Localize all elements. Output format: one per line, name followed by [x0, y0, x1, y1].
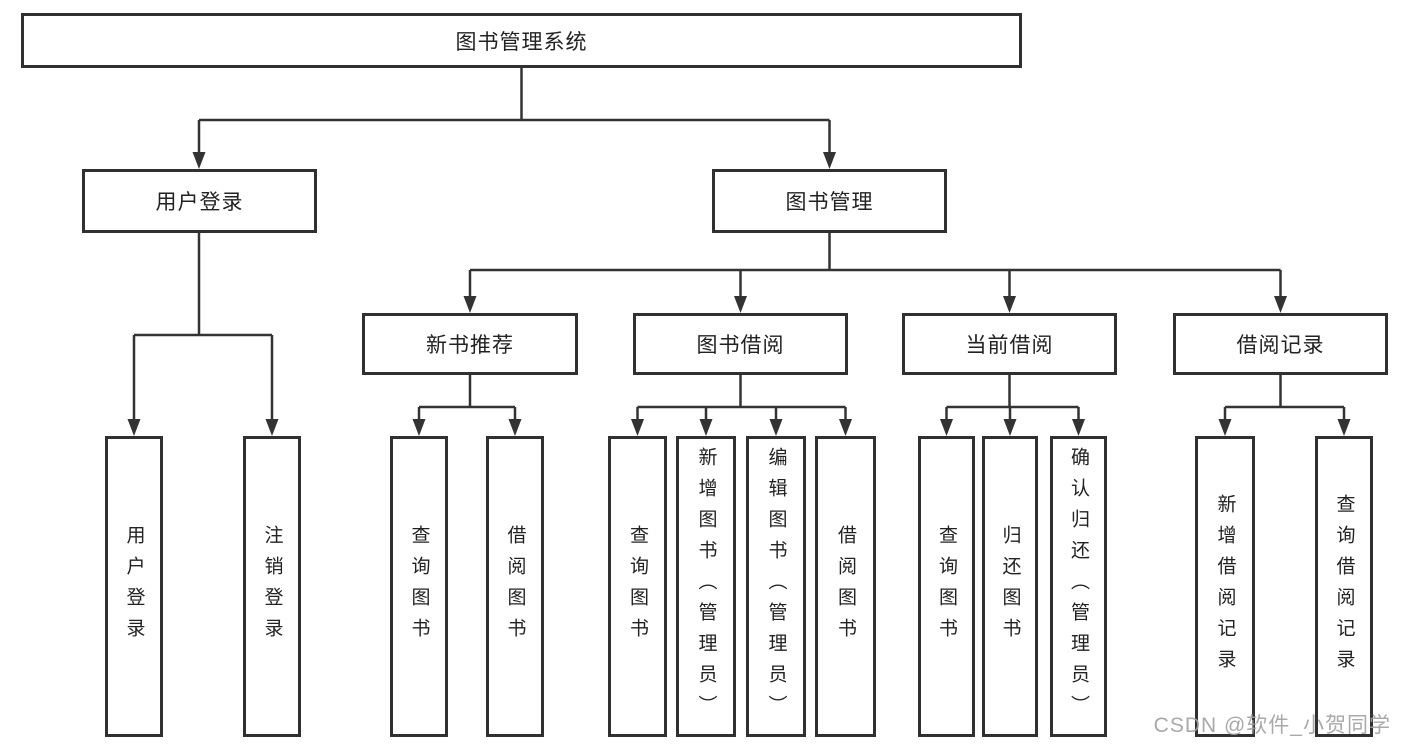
- arrowhead: [1337, 419, 1351, 436]
- arrowhead: [192, 152, 206, 169]
- connector-user-login-to-leaves: [127, 233, 279, 436]
- leaf-return-book-label: 归还图书: [999, 524, 1021, 649]
- arrowhead: [1218, 419, 1232, 436]
- arrowhead: [1274, 296, 1287, 313]
- node-current-borrow-label: 当前借阅: [965, 334, 1054, 357]
- leaf-add-record-label: 新增借阅记录: [1214, 493, 1236, 680]
- leaf-user-login: 用户登录: [105, 436, 163, 737]
- arrowhead: [1003, 296, 1016, 313]
- node-borrow-records: 借阅记录: [1173, 313, 1388, 375]
- connector-borrow-records-to-leaves: [1218, 375, 1351, 436]
- node-book-mgmt-label: 图书管理: [785, 191, 874, 214]
- leaf-return-book: 归还图书: [982, 436, 1038, 737]
- node-new-books-label: 新书推荐: [426, 334, 514, 357]
- leaf-query-record-label: 查询借阅记录: [1333, 493, 1355, 680]
- arrowhead: [940, 419, 953, 436]
- leaf-logout: 注销登录: [243, 436, 301, 737]
- arrowhead: [631, 419, 644, 436]
- node-book-borrow: 图书借阅: [633, 313, 848, 375]
- arrowhead: [1072, 419, 1085, 436]
- leaf-edit-book-admin: 编辑图书（管理员）: [746, 436, 806, 737]
- leaf-borrow-query-label: 查询图书: [627, 524, 648, 649]
- arrowhead: [734, 296, 747, 313]
- arrowhead: [508, 419, 522, 436]
- leaf-add-record: 新增借阅记录: [1195, 436, 1255, 737]
- node-book-mgmt: 图书管理: [712, 169, 947, 233]
- leaf-logout-label: 注销登录: [261, 524, 283, 649]
- node-root-system: 图书管理系统: [21, 13, 1022, 68]
- leaf-borrow-query: 查询图书: [608, 436, 667, 737]
- connector-current-borrow-to-leaves: [940, 375, 1085, 436]
- leaf-borrow-book: 借阅图书: [815, 436, 876, 737]
- arrowhead: [412, 419, 426, 436]
- connector-book-borrow-to-leaves: [631, 375, 852, 436]
- leaf-new-books-borrow-label: 借阅图书: [504, 524, 526, 649]
- node-new-books: 新书推荐: [362, 313, 578, 375]
- arrowhead: [839, 419, 852, 436]
- arrowhead: [127, 419, 141, 436]
- leaf-user-login-label: 用户登录: [123, 524, 145, 649]
- node-current-borrow: 当前借阅: [902, 313, 1117, 375]
- leaf-edit-book-admin-label: 编辑图书（管理员）: [765, 447, 787, 726]
- node-book-borrow-label: 图书借阅: [696, 334, 785, 357]
- leaf-current-query: 查询图书: [918, 436, 975, 737]
- csdn-watermark: CSDN @软件_小贺同学: [1153, 714, 1391, 737]
- leaf-new-books-borrow: 借阅图书: [486, 436, 544, 737]
- node-user-login-label: 用户登录: [155, 191, 244, 214]
- node-root-label: 图书管理系统: [455, 30, 588, 54]
- leaf-borrow-book-label: 借阅图书: [835, 524, 856, 649]
- leaf-current-query-label: 查询图书: [936, 524, 957, 649]
- leaf-confirm-return-admin: 确认归还（管理员）: [1050, 436, 1107, 737]
- leaf-new-books-query: 查询图书: [390, 436, 448, 737]
- node-borrow-records-label: 借阅记录: [1236, 334, 1325, 357]
- arrowhead: [265, 419, 279, 436]
- arrowhead: [823, 152, 836, 169]
- leaf-add-book-admin: 新增图书（管理员）: [676, 436, 736, 737]
- leaf-confirm-return-admin-label: 确认归还（管理员）: [1068, 447, 1089, 726]
- arrowhead: [463, 296, 477, 313]
- leaf-new-books-query-label: 查询图书: [408, 524, 430, 649]
- arrowhead: [1003, 419, 1017, 436]
- arrowhead: [699, 419, 713, 436]
- leaf-query-record: 查询借阅记录: [1315, 436, 1373, 737]
- connector-book-mgmt-to-level3: [463, 233, 1287, 313]
- leaf-add-book-admin-label: 新增图书（管理员）: [695, 447, 717, 726]
- arrowhead: [769, 419, 783, 436]
- connector-root-to-level2: [192, 68, 836, 169]
- connector-new-books-to-leaves: [412, 375, 522, 436]
- node-user-login: 用户登录: [82, 169, 317, 233]
